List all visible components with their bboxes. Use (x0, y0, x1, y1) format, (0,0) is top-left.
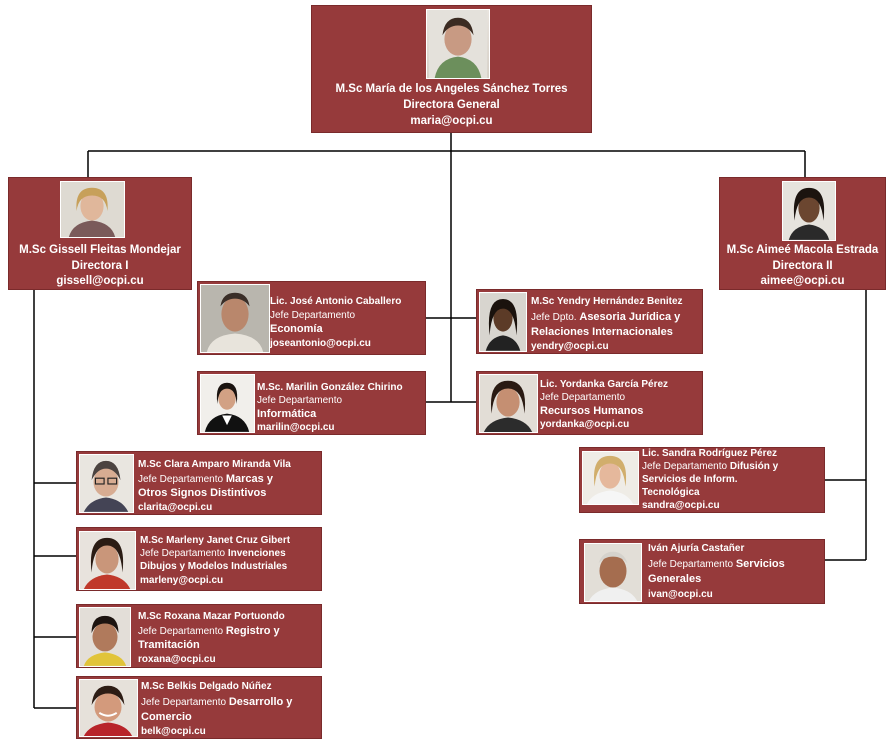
rrhh-role: Jefe Departamento (540, 392, 626, 403)
director-1-email: gissell@ocpi.cu (56, 275, 144, 287)
difusion-photo (582, 451, 639, 505)
director-1-box: M.Sc Gissell Fleitas Mondejar Directora … (8, 177, 192, 290)
director-general-email: maria@ocpi.cu (410, 115, 493, 127)
director-general-photo (426, 9, 490, 79)
director-2-email: aimee@ocpi.cu (760, 275, 845, 287)
invenciones-dept-line-1: Invenciones (227, 548, 286, 559)
informatica-box: M.Sc. Marilin González Chirino Jefe Depa… (197, 371, 426, 435)
marcas-box: M.Sc Clara Amparo Miranda Vila Jefe Depa… (76, 451, 322, 515)
juridica-dept-line-1: Asesoria Jurídica y (579, 311, 681, 323)
marcas-email: clarita@ocpi.cu (138, 502, 213, 513)
servicios-dept-line-2: Generales (648, 573, 702, 585)
economia-dept: Economía (270, 323, 323, 335)
marcas-dept-line-2: Otros Signos Distintivos (138, 487, 267, 499)
registro-name: M.Sc Roxana Mazar Portuondo (138, 611, 285, 622)
marcas-dept-line-1: Marcas y (225, 473, 273, 485)
desarrollo-dept-line-1: Desarrollo y (228, 696, 293, 708)
desarrollo-role: Jefe Departamento Desarrollo y (141, 696, 293, 708)
difusion-name: Lic. Sandra Rodríguez Pérez (642, 448, 778, 459)
juridica-dept-line-2: Relaciones Internacionales (531, 326, 673, 338)
rrhh-dept: Recursos Humanos (540, 405, 644, 417)
juridica-role: Jefe Dpto. Asesoria Jurídica y (531, 311, 681, 323)
director-2-title: Directora II (772, 260, 833, 272)
servicios-box: Iván Ajuría Castañer Jefe Departamento S… (579, 539, 825, 604)
difusion-dept-line-3: Tecnológica (642, 487, 700, 498)
rrhh-name: Lic. Yordanka García Pérez (540, 379, 669, 390)
juridica-name: M.Sc Yendry Hernández Benitez (531, 296, 683, 307)
informatica-photo (200, 374, 255, 433)
difusion-dept-line-1: Difusión y (729, 461, 779, 472)
director-general-box: M.Sc María de los Angeles Sánchez Torres… (311, 5, 592, 133)
juridica-photo (479, 292, 527, 352)
economia-role: Jefe Departamento (270, 310, 356, 321)
desarrollo-dept-line-2: Comercio (141, 711, 192, 723)
juridica-box: M.Sc Yendry Hernández Benitez Jefe Dpto.… (476, 289, 703, 354)
economia-box: Lic. José Antonio Caballero Jefe Departa… (197, 281, 426, 355)
desarrollo-box: M.Sc Belkis Delgado Núñez Jefe Departame… (76, 676, 322, 739)
difusion-dept-line-2: Servicios de Inform. (642, 474, 738, 485)
director-2-name: M.Sc Aimeé Macola Estrada (726, 244, 879, 256)
servicios-name: Iván Ajuría Castañer (648, 543, 745, 554)
servicios-dept-line-1: Servicios (735, 558, 785, 570)
director-2-photo (782, 181, 836, 241)
registro-role: Jefe Departamento Registro y (138, 625, 280, 637)
desarrollo-name: M.Sc Belkis Delgado Núñez (141, 681, 272, 692)
informatica-role: Jefe Departamento (257, 395, 343, 406)
marcas-photo (79, 454, 134, 513)
difusion-email: sandra@ocpi.cu (642, 500, 720, 511)
servicios-role: Jefe Departamento Servicios (648, 558, 785, 570)
invenciones-role: Jefe Departamento Invenciones (140, 548, 286, 559)
invenciones-photo (79, 531, 136, 590)
informatica-dept: Informática (257, 408, 317, 420)
invenciones-name: M.Sc Marleny Janet Cruz Gibert (140, 535, 291, 546)
difusion-role: Jefe Departamento Difusión y (642, 461, 779, 472)
servicios-email: ivan@ocpi.cu (648, 589, 713, 600)
invenciones-dept-line-2: Dibujos y Modelos Industriales (140, 561, 288, 572)
director-1-photo (60, 181, 125, 238)
rrhh-photo (479, 374, 538, 433)
economia-name: Lic. José Antonio Caballero (270, 296, 402, 307)
juridica-email: yendry@ocpi.cu (531, 341, 609, 352)
informatica-email: marilin@ocpi.cu (257, 422, 335, 433)
director-2-box: M.Sc Aimeé Macola Estrada Directora II a… (719, 177, 886, 290)
registro-dept-line-2: Tramitación (138, 639, 200, 651)
economia-email: joseantonio@ocpi.cu (270, 338, 371, 349)
rrhh-box: Lic. Yordanka García Pérez Jefe Departam… (476, 371, 703, 435)
marcas-name: M.Sc Clara Amparo Miranda Vila (138, 459, 291, 470)
registro-dept-line-1: Registro y (225, 625, 280, 637)
invenciones-box: M.Sc Marleny Janet Cruz Gibert Jefe Depa… (76, 527, 322, 591)
economia-photo (200, 284, 270, 353)
registro-photo (79, 607, 131, 667)
director-general-name: M.Sc María de los Angeles Sánchez Torres (335, 83, 568, 95)
desarrollo-photo (79, 679, 138, 737)
director-1-title: Directora I (71, 260, 129, 272)
marcas-role: Jefe Departamento Marcas y (138, 473, 273, 485)
director-general-title: Directora General (403, 99, 500, 111)
difusion-box: Lic. Sandra Rodríguez Pérez Jefe Departa… (579, 447, 825, 513)
registro-box: M.Sc Roxana Mazar Portuondo Jefe Departa… (76, 604, 322, 668)
director-1-name: M.Sc Gissell Fleitas Mondejar (19, 244, 181, 256)
servicios-photo (584, 543, 642, 602)
registro-email: roxana@ocpi.cu (138, 654, 216, 665)
desarrollo-email: belk@ocpi.cu (141, 726, 206, 737)
informatica-name: M.Sc. Marilin González Chirino (257, 382, 403, 393)
invenciones-email: marleny@ocpi.cu (140, 575, 224, 586)
rrhh-email: yordanka@ocpi.cu (540, 419, 630, 430)
